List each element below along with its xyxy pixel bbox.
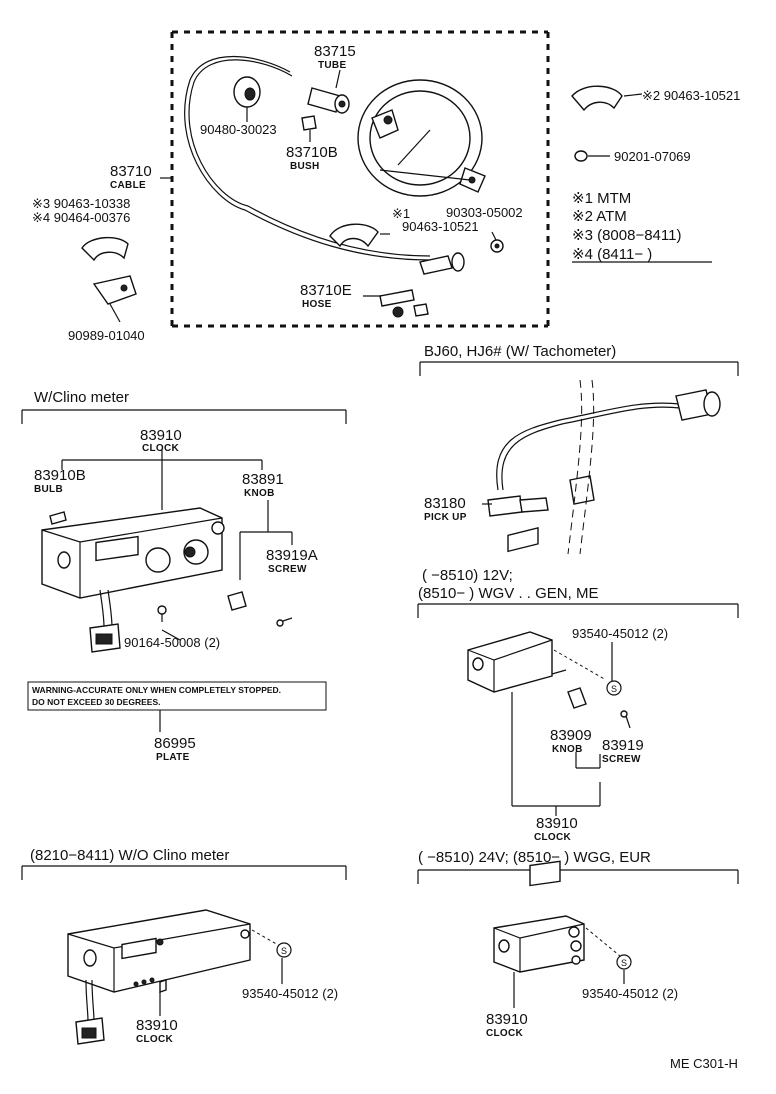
clino-bulb-name: BULB (34, 484, 63, 495)
v24-clock-name: CLOCK (486, 1028, 524, 1039)
tachometer-group (419, 361, 739, 555)
tacho-header: BJ60, HJ6# (W/ Tachometer) (424, 343, 616, 360)
clino-bulb-number: 83910B (34, 467, 86, 484)
plate-name: PLATE (156, 752, 190, 763)
tube-number: 83715 (314, 43, 356, 60)
clock-12v-group (417, 526, 739, 816)
clino-clock-number: 83910 (140, 427, 182, 444)
v12-screw-name: SCREW (602, 754, 641, 765)
warning-line-2: DO NOT EXCEED 30 DEGREES. (32, 697, 160, 707)
clamp-d-number: ※2 90463-10521 (642, 88, 740, 103)
clino-bolt-number: 90164-50008 (2) (124, 635, 220, 650)
tube-name: TUBE (318, 60, 346, 71)
woclino-group (21, 865, 347, 1045)
plate-number: 86995 (154, 735, 196, 752)
legend: ※1 MTM ※2 ATM ※3 (8008−8411) ※4 (8411− ) (572, 190, 712, 263)
diagram-code: ME C301-H (670, 1056, 738, 1071)
legend-item-3: ※3 (8008−8411) (572, 227, 681, 244)
s-mark-woclino-label: S (281, 946, 287, 956)
clino-header: W/Clino meter (34, 389, 129, 406)
s-mark-12v-label: S (611, 684, 617, 694)
s-mark-24v (616, 954, 632, 970)
speedometer-cable-group (81, 30, 643, 328)
v12-clock-name: CLOCK (534, 832, 572, 843)
clamp-b-number: ※4 90464-00376 (32, 210, 130, 225)
hose-name: HOSE (302, 299, 332, 310)
v12-clock-number: 83910 (536, 815, 578, 832)
woclino-clock-number: 83910 (136, 1017, 178, 1034)
v12-knob-number: 83909 (550, 727, 592, 744)
v12-header-1: ( −8510) 12V; (422, 567, 513, 584)
clamp-c-number: 90463-10521 (402, 219, 479, 234)
woclino-header: (8210−8411) W/O Clino meter (30, 847, 229, 864)
v12-knob-name: KNOB (552, 744, 583, 755)
legend-item-1: ※1 MTM (572, 190, 631, 207)
warning-line-1: WARNING-ACCURATE ONLY WHEN COMPLETELY ST… (32, 685, 281, 695)
legend-item-4: ※4 (8411− ) (572, 246, 652, 263)
woclino-clock-name: CLOCK (136, 1034, 174, 1045)
pickup-name: PICK UP (424, 512, 467, 523)
nut-number: 90201-07069 (614, 149, 691, 164)
clamp-c-mark: ※1 (392, 206, 410, 221)
cable-name: CABLE (110, 180, 146, 191)
washer-number: 90303-05002 (446, 205, 523, 220)
bracket-number: 90989-01040 (68, 328, 145, 343)
clock-24v-group (417, 860, 739, 1008)
v12-screw-s-number: 93540-45012 (2) (572, 626, 668, 641)
woclino-screw-s-number: 93540-45012 (2) (242, 986, 338, 1001)
v12-header-2: (8510− ) WGV . . GEN, ME (418, 585, 598, 602)
bush-number: 83710B (286, 144, 338, 161)
clino-knob-number: 83891 (242, 471, 284, 488)
v12-screw-number: 83919 (602, 737, 644, 754)
clino-clock-name: CLOCK (142, 443, 180, 454)
clino-screw-number: 83919A (266, 547, 318, 564)
clino-knob-name: KNOB (244, 488, 275, 499)
v24-header: ( −8510) 24V; (8510− ) WGG, EUR (418, 849, 651, 866)
s-mark-24v-label: S (621, 958, 627, 968)
s-mark-woclino (276, 942, 292, 958)
bush-name: BUSH (290, 161, 320, 172)
clamp-a-number: ※3 90463-10338 (32, 196, 130, 211)
v24-screw-s-number: 93540-45012 (2) (582, 986, 678, 1001)
v24-clock-number: 83910 (486, 1011, 528, 1028)
grommet-number: 90480-30023 (200, 122, 277, 137)
legend-item-2: ※2 ATM (572, 208, 627, 225)
hose-number: 83710E (300, 282, 352, 299)
pickup-number: 83180 (424, 495, 466, 512)
cable-number: 83710 (110, 163, 152, 180)
clino-screw-name: SCREW (268, 564, 307, 575)
s-mark-12v (606, 680, 622, 696)
clino-meter-group (21, 409, 347, 732)
